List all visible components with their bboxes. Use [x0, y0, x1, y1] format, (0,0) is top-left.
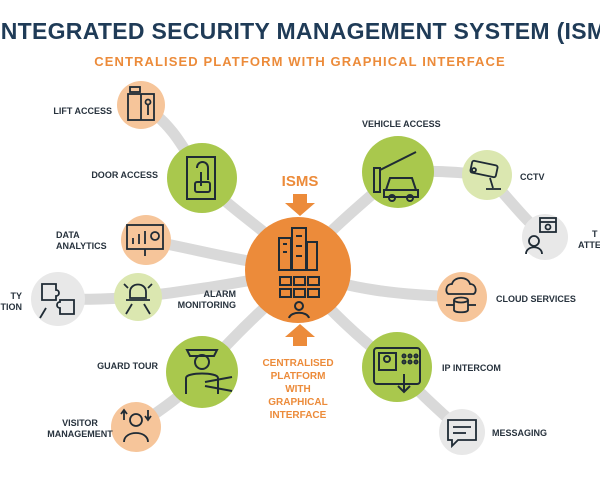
- label-ip-intercom: IP INTERCOM: [442, 363, 501, 373]
- label-line: TION: [0, 302, 23, 312]
- page-title: INTEGRATED SECURITY MANAGEMENT SYSTEM (I…: [0, 18, 600, 44]
- label-line: MANAGEMENT: [47, 429, 113, 439]
- label-lift-access: LIFT ACCESS: [53, 106, 112, 116]
- intercom-icon: [373, 347, 421, 394]
- label-door-access: DOOR ACCESS: [91, 170, 158, 180]
- visitor-icon: [120, 408, 152, 443]
- label-integration: TY TION: [0, 291, 23, 313]
- label-line: MONITORING: [177, 300, 236, 310]
- label-guard-tour: GUARD TOUR: [97, 361, 158, 371]
- label-messaging: MESSAGING: [492, 428, 548, 438]
- center-caption-line: WITH: [285, 384, 311, 395]
- node-door-access[interactable]: [167, 143, 237, 213]
- cloud-database-icon: [445, 277, 477, 314]
- node-vehicle-access[interactable]: [362, 136, 434, 208]
- label-line: VISITOR: [62, 418, 98, 428]
- label-line: TY: [10, 291, 22, 301]
- message-icon: [447, 419, 477, 449]
- car-barrier-icon: [373, 151, 419, 202]
- label-attendance: T ATTE: [578, 229, 600, 251]
- node-integration[interactable]: [31, 272, 85, 326]
- label-line: ALARM: [203, 289, 237, 299]
- node-alarm-monitoring[interactable]: [114, 273, 162, 321]
- center-caption-line: CENTRALISED: [262, 358, 334, 369]
- node-data-analytics[interactable]: [121, 215, 171, 265]
- node-lift-access[interactable]: [117, 81, 165, 129]
- label-line: ANALYTICS: [56, 241, 107, 251]
- label-vehicle-access: VEHICLE ACCESS: [362, 119, 441, 129]
- label-line: ATTE: [578, 240, 600, 250]
- label-alarm-monitoring: ALARM MONITORING: [170, 289, 236, 311]
- door-fingerprint-icon: [186, 156, 216, 200]
- cctv-camera-icon: [469, 159, 501, 190]
- buildings-control-room-icon: [278, 227, 320, 319]
- page-subtitle: CENTRALISED PLATFORM WITH GRAPHICAL INTE…: [94, 54, 506, 69]
- center-caption-line: INTERFACE: [269, 410, 327, 421]
- center-caption: CENTRALISED PLATFORM WITH GRAPHICAL INTE…: [248, 357, 348, 422]
- center-label: ISMS: [281, 173, 319, 190]
- label-cloud-services: CLOUD SERVICES: [496, 294, 576, 304]
- node-cloud-services[interactable]: [437, 272, 487, 322]
- label-line: DATA: [56, 230, 80, 240]
- node-cctv[interactable]: [462, 150, 512, 200]
- presentation-chart-icon: [126, 224, 164, 256]
- label-cctv: CCTV: [520, 172, 545, 182]
- center-caption-line: GRAPHICAL: [268, 397, 328, 408]
- center-node-isms: [245, 217, 351, 323]
- node-visitor-management[interactable]: [111, 402, 161, 452]
- security-guard-icon: [185, 349, 233, 394]
- node-messaging[interactable]: [439, 409, 485, 455]
- label-line: T: [592, 229, 598, 239]
- arrow-up-icon: [285, 324, 315, 346]
- attendance-calendar-icon: [525, 217, 557, 255]
- node-attendance[interactable]: [522, 214, 568, 260]
- alarm-siren-icon: [123, 283, 153, 315]
- label-data-analytics: DATA ANALYTICS: [56, 230, 116, 252]
- center-caption-line: PLATFORM: [270, 371, 326, 382]
- elevator-icon: [127, 86, 155, 121]
- arrow-down-icon: [285, 194, 315, 216]
- node-ip-intercom[interactable]: [362, 332, 432, 402]
- node-guard-tour[interactable]: [166, 336, 238, 408]
- label-visitor-management: VISITOR MANAGEMENT: [44, 418, 116, 440]
- puzzle-icon: [39, 283, 75, 319]
